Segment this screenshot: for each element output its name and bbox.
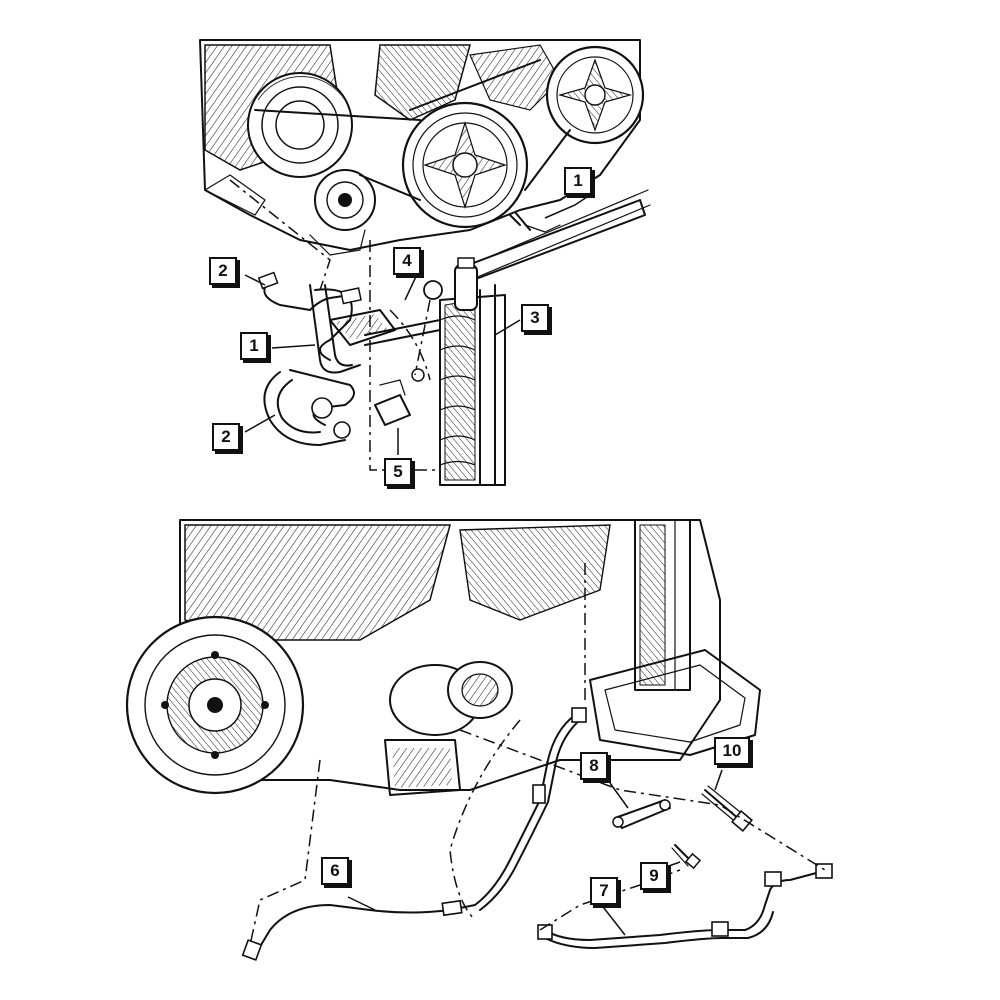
filter <box>389 661 513 736</box>
callout-label: 8 <box>589 756 599 775</box>
callout-3: 3 <box>521 304 549 332</box>
callout-4: 4 <box>393 247 421 275</box>
callout-8: 8 <box>580 752 608 780</box>
callout-1-mid: 1 <box>240 332 268 360</box>
callout-2-top: 2 <box>209 257 237 285</box>
callout-9: 9 <box>640 862 668 890</box>
callout-7: 7 <box>590 877 618 905</box>
top-engine-view <box>199 39 645 256</box>
flexplate <box>125 615 305 795</box>
callout-2-mid: 2 <box>212 423 240 451</box>
callout-1-top: 1 <box>564 167 592 195</box>
callout-label: 2 <box>221 427 231 446</box>
callout-label: 6 <box>330 861 340 880</box>
callout-label: 1 <box>249 336 259 355</box>
top-leaders <box>244 194 591 455</box>
top-ac-lines <box>257 211 561 446</box>
callout-6: 6 <box>321 857 349 885</box>
callout-5: 5 <box>384 458 412 486</box>
compressor-pulley <box>247 72 353 178</box>
top-centerlines <box>229 179 440 471</box>
bottom-engine-view <box>125 519 761 796</box>
callout-label: 10 <box>722 741 742 760</box>
callout-label: 1 <box>573 171 583 190</box>
callout-label: 3 <box>530 308 540 327</box>
callout-label: 9 <box>649 866 659 885</box>
crank-pulley <box>401 101 529 229</box>
idler-pulley <box>314 169 376 231</box>
top-condenser <box>439 189 651 486</box>
callout-label: 4 <box>402 251 412 270</box>
callout-label: 5 <box>393 462 403 481</box>
callout-label: 7 <box>599 881 609 900</box>
callout-label: 2 <box>218 261 228 280</box>
callout-10: 10 <box>714 737 750 765</box>
water-pump-pulley <box>545 45 645 145</box>
